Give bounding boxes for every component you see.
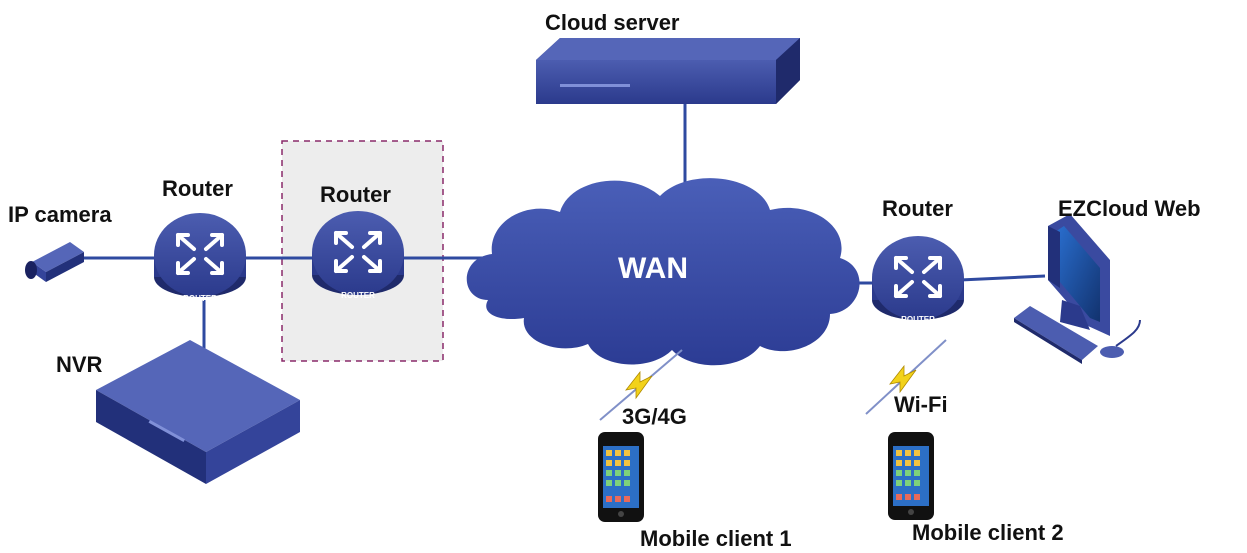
link-3g4g-label: 3G/4G [622,404,687,429]
ip-camera-label: IP camera [8,202,112,227]
router-middle-icon: ROUTER [310,209,406,300]
ip-camera-icon [25,242,84,282]
lightning-signal-icon-2 [865,339,947,415]
smartphone-icon-1 [598,432,644,522]
wan-cloud-icon [466,178,860,366]
router-left-icon: ROUTER [152,211,248,303]
router-middle-badge: ROUTER [341,291,375,300]
router-right-icon: ROUTER [870,234,966,324]
nvr-label: NVR [56,352,103,377]
router-right-label: Router [882,196,953,221]
lightning-signal-icon-1 [599,349,683,421]
ezcloud-web-label: EZCloud Web [1058,196,1201,221]
router-left-label: Router [162,176,233,201]
router-middle-label: Router [320,182,391,207]
link-router-computer [959,274,1046,282]
router-left-badge: ROUTER [183,294,217,303]
smartphone-icon-2 [888,432,934,520]
computer-icon [1014,214,1141,364]
router-right-badge: ROUTER [901,315,935,324]
wan-label: WAN [618,252,688,285]
mobile-client-1-label: Mobile client 1 [640,526,792,551]
nvr-icon [96,340,300,484]
cloud-server-icon [536,38,800,104]
cloud-server-label: Cloud server [545,10,680,35]
link-wifi-label: Wi-Fi [894,392,948,417]
mobile-client-2-label: Mobile client 2 [912,520,1064,545]
